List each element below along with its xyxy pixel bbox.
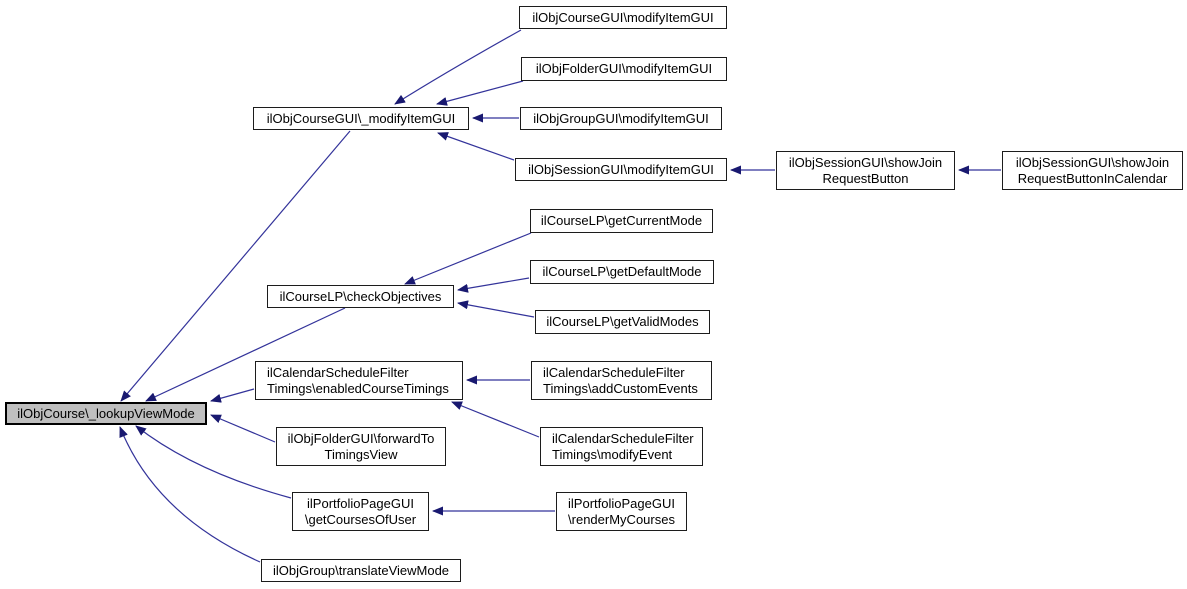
node-label: ilObjGroup\translateViewMode: [272, 562, 450, 578]
node-label: ilObjSessionGUI\showJoin: [1015, 154, 1170, 170]
node-label: ilObjSessionGUI\modifyItemGUI: [528, 161, 714, 177]
node-label: ilCalendarScheduleFilter: [267, 364, 409, 380]
edge-translate-view-mode-to-lookup-view-mode: [119, 426, 261, 563]
node-get-courses-of-user[interactable]: ilPortfolioPageGUI\getCoursesOfUser: [292, 492, 429, 531]
node-label: RequestButton: [822, 170, 909, 186]
node-label: \getCoursesOfUser: [304, 511, 417, 527]
edge-modify-event-to-enabled-course-timings: [451, 401, 540, 438]
edge-get-valid-modes-to-check-objectives: [457, 300, 535, 318]
node-get-current-mode[interactable]: ilCourseLP\getCurrentMode: [530, 209, 713, 233]
node-label: ilCalendarScheduleFilter: [552, 430, 694, 446]
node-label: ilObjCourse\_lookupViewMode: [17, 405, 195, 421]
node-group-modify-item-gui[interactable]: ilObjGroupGUI\modifyItemGUI: [520, 107, 722, 130]
edge-get-default-mode-to-check-objectives: [457, 277, 530, 293]
node-course-modify-item-gui[interactable]: ilObjCourseGUI\modifyItemGUI: [519, 6, 727, 29]
node-label: ilObjCourseGUI\modifyItemGUI: [532, 9, 714, 25]
node-label: ilObjFolderGUI\modifyItemGUI: [535, 61, 713, 76]
node-translate-view-mode[interactable]: ilObjGroup\translateViewMode: [261, 559, 461, 582]
edge-enabled-course-timings-to-lookup-view-mode: [210, 388, 255, 403]
node-label: ilPortfolioPageGUI: [568, 495, 675, 511]
node-label: ilCourseLP\checkObjectives: [279, 288, 442, 304]
node-label: \renderMyCourses: [568, 511, 675, 527]
node-label: ilObjSessionGUI\showJoin: [788, 154, 943, 170]
edge-check-objectives-to-lookup-view-mode: [145, 307, 346, 402]
node-label: ilCourseLP\getDefaultMode: [542, 264, 702, 279]
edge-folder-modify-item-gui-to-modify-item-gui-static: [436, 80, 524, 106]
node-modify-item-gui-static[interactable]: ilObjCourseGUI\_modifyItemGUI: [253, 107, 469, 130]
node-get-valid-modes[interactable]: ilCourseLP\getValidModes: [535, 310, 710, 334]
node-folder-modify-item-gui[interactable]: ilObjFolderGUI\modifyItemGUI: [521, 57, 727, 81]
node-label: ilCourseLP\getValidModes: [546, 314, 699, 329]
edge-session-modify-item-gui-to-modify-item-gui-static: [437, 132, 515, 161]
node-check-objectives[interactable]: ilCourseLP\checkObjectives: [267, 285, 454, 308]
node-session-modify-item-gui[interactable]: ilObjSessionGUI\modifyItemGUI: [515, 158, 727, 181]
node-label: TimingsView: [324, 446, 398, 462]
edge-get-current-mode-to-check-objectives: [404, 232, 532, 285]
node-get-default-mode[interactable]: ilCourseLP\getDefaultMode: [530, 260, 714, 284]
node-label: Timings\addCustomEvents: [543, 380, 698, 396]
node-label: ilCourseLP\getCurrentMode: [540, 213, 703, 228]
node-label: ilObjGroupGUI\modifyItemGUI: [533, 110, 709, 126]
node-label: RequestButtonInCalendar: [1017, 170, 1168, 186]
node-label: ilObjCourseGUI\_modifyItemGUI: [266, 110, 456, 126]
node-label: ilCalendarScheduleFilter: [543, 364, 685, 380]
node-lookup-view-mode[interactable]: ilObjCourse\_lookupViewMode: [5, 402, 207, 425]
edge-modify-item-gui-static-to-lookup-view-mode: [120, 130, 351, 402]
node-label: Timings\enabledCourseTimings: [267, 380, 449, 396]
edge-get-courses-of-user-to-lookup-view-mode: [135, 425, 292, 499]
edge-course-modify-item-gui-to-modify-item-gui-static: [394, 29, 522, 105]
edge-forward-to-timings-view-to-lookup-view-mode: [210, 414, 276, 443]
node-label: ilPortfolioPageGUI: [307, 495, 414, 511]
node-label: Timings\modifyEvent: [552, 446, 673, 462]
node-label: ilObjFolderGUI\forwardTo: [287, 430, 435, 446]
node-render-my-courses[interactable]: ilPortfolioPageGUI\renderMyCourses: [556, 492, 687, 531]
edges-group: [119, 29, 1001, 563]
